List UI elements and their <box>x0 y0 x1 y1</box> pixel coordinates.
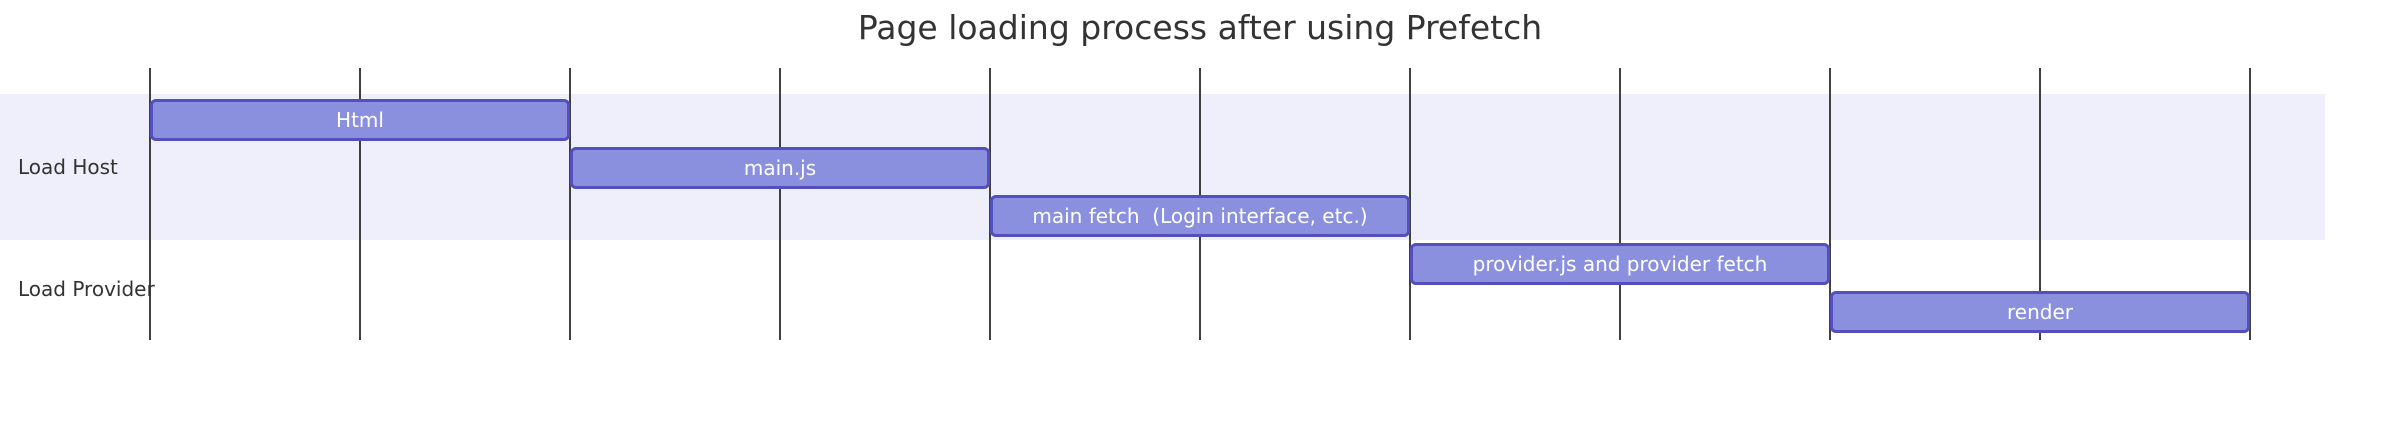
task-bar-0-1: main.js <box>570 147 990 189</box>
task-bar-label: main fetch (Login interface, etc.) <box>1032 204 1368 228</box>
grid-line-8 <box>1829 68 1831 340</box>
grid-line-2 <box>569 68 571 340</box>
task-bar-1-1: render <box>1830 291 2250 333</box>
task-bar-0-2: main fetch (Login interface, etc.) <box>990 195 1410 237</box>
grid-line-7 <box>1619 68 1621 340</box>
task-bar-1-0: provider.js and provider fetch <box>1410 243 1830 285</box>
grid-line-3 <box>779 68 781 340</box>
task-bar-label: render <box>2007 300 2073 324</box>
chart-title: Page loading process after using Prefetc… <box>857 8 1543 47</box>
task-bar-label: main.js <box>743 156 817 180</box>
task-bar-0-0: Html <box>150 99 570 141</box>
section-label-load-provider: Load Provider <box>18 277 155 301</box>
grid-line-6 <box>1409 68 1411 340</box>
grid-line-0 <box>149 68 151 340</box>
task-bar-label: provider.js and provider fetch <box>1472 252 1768 276</box>
task-bar-label: Html <box>336 108 384 132</box>
section-label-load-host: Load Host <box>18 155 118 179</box>
grid-line-1 <box>359 68 361 340</box>
grid-line-10 <box>2249 68 2251 340</box>
grid-line-9 <box>2039 68 2041 340</box>
